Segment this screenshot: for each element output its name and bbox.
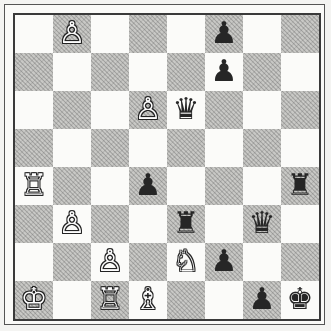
white-king-icon[interactable]: ♔ bbox=[15, 281, 53, 319]
square-a7[interactable] bbox=[15, 53, 53, 91]
square-e3[interactable]: ♜ bbox=[167, 205, 205, 243]
square-f4[interactable] bbox=[205, 167, 243, 205]
square-h5[interactable] bbox=[281, 129, 319, 167]
square-a4[interactable]: ♖ bbox=[15, 167, 53, 205]
square-c1[interactable]: ♖ bbox=[91, 281, 129, 319]
square-d1[interactable]: ♗ bbox=[129, 281, 167, 319]
square-d2[interactable] bbox=[129, 243, 167, 281]
black-king-icon[interactable]: ♚ bbox=[281, 281, 319, 319]
square-b2[interactable] bbox=[53, 243, 91, 281]
square-h6[interactable] bbox=[281, 91, 319, 129]
square-d3[interactable] bbox=[129, 205, 167, 243]
square-c8[interactable] bbox=[91, 15, 129, 53]
square-d7[interactable] bbox=[129, 53, 167, 91]
square-a5[interactable] bbox=[15, 129, 53, 167]
square-h8[interactable] bbox=[281, 15, 319, 53]
black-rook-icon[interactable]: ♜ bbox=[167, 205, 205, 243]
square-d5[interactable] bbox=[129, 129, 167, 167]
square-g2[interactable] bbox=[243, 243, 281, 281]
square-a6[interactable] bbox=[15, 91, 53, 129]
black-pawn-icon[interactable]: ♟ bbox=[243, 281, 281, 319]
square-a8[interactable] bbox=[15, 15, 53, 53]
square-h2[interactable] bbox=[281, 243, 319, 281]
square-g5[interactable] bbox=[243, 129, 281, 167]
diagram-frame: ♙♟♟♙♛♖♟♜♙♜♛♙♘♟♔♖♗♟♚ bbox=[4, 4, 325, 325]
square-e2[interactable]: ♘ bbox=[167, 243, 205, 281]
square-e6[interactable]: ♛ bbox=[167, 91, 205, 129]
square-f5[interactable] bbox=[205, 129, 243, 167]
square-f1[interactable] bbox=[205, 281, 243, 319]
square-c4[interactable] bbox=[91, 167, 129, 205]
white-pawn-icon[interactable]: ♙ bbox=[53, 205, 91, 243]
square-g7[interactable] bbox=[243, 53, 281, 91]
square-d8[interactable] bbox=[129, 15, 167, 53]
square-a2[interactable] bbox=[15, 243, 53, 281]
square-b7[interactable] bbox=[53, 53, 91, 91]
square-c2[interactable]: ♙ bbox=[91, 243, 129, 281]
square-g6[interactable] bbox=[243, 91, 281, 129]
chessboard: ♙♟♟♙♛♖♟♜♙♜♛♙♘♟♔♖♗♟♚ bbox=[13, 13, 321, 321]
square-g8[interactable] bbox=[243, 15, 281, 53]
square-g4[interactable] bbox=[243, 167, 281, 205]
square-b5[interactable] bbox=[53, 129, 91, 167]
square-e5[interactable] bbox=[167, 129, 205, 167]
white-rook-icon[interactable]: ♖ bbox=[15, 167, 53, 205]
black-queen-icon[interactable]: ♛ bbox=[167, 91, 205, 129]
square-b4[interactable] bbox=[53, 167, 91, 205]
square-b1[interactable] bbox=[53, 281, 91, 319]
square-e8[interactable] bbox=[167, 15, 205, 53]
square-e7[interactable] bbox=[167, 53, 205, 91]
square-g1[interactable]: ♟ bbox=[243, 281, 281, 319]
white-pawn-icon[interactable]: ♙ bbox=[129, 91, 167, 129]
square-d6[interactable]: ♙ bbox=[129, 91, 167, 129]
white-rook-icon[interactable]: ♖ bbox=[91, 281, 129, 319]
black-pawn-icon[interactable]: ♟ bbox=[205, 53, 243, 91]
square-b6[interactable] bbox=[53, 91, 91, 129]
white-pawn-icon[interactable]: ♙ bbox=[53, 15, 91, 53]
square-f7[interactable]: ♟ bbox=[205, 53, 243, 91]
black-queen-icon[interactable]: ♛ bbox=[243, 205, 281, 243]
square-c5[interactable] bbox=[91, 129, 129, 167]
square-c3[interactable] bbox=[91, 205, 129, 243]
square-b3[interactable]: ♙ bbox=[53, 205, 91, 243]
square-g3[interactable]: ♛ bbox=[243, 205, 281, 243]
square-b8[interactable]: ♙ bbox=[53, 15, 91, 53]
black-pawn-icon[interactable]: ♟ bbox=[205, 243, 243, 281]
square-h7[interactable] bbox=[281, 53, 319, 91]
white-knight-icon[interactable]: ♘ bbox=[167, 243, 205, 281]
square-a3[interactable] bbox=[15, 205, 53, 243]
white-bishop-icon[interactable]: ♗ bbox=[129, 281, 167, 319]
square-f2[interactable]: ♟ bbox=[205, 243, 243, 281]
square-d4[interactable]: ♟ bbox=[129, 167, 167, 205]
square-c6[interactable] bbox=[91, 91, 129, 129]
square-e4[interactable] bbox=[167, 167, 205, 205]
black-rook-icon[interactable]: ♜ bbox=[281, 167, 319, 205]
black-pawn-icon[interactable]: ♟ bbox=[205, 15, 243, 53]
square-h4[interactable]: ♜ bbox=[281, 167, 319, 205]
square-f6[interactable] bbox=[205, 91, 243, 129]
square-e1[interactable] bbox=[167, 281, 205, 319]
white-pawn-icon[interactable]: ♙ bbox=[91, 243, 129, 281]
square-f3[interactable] bbox=[205, 205, 243, 243]
square-a1[interactable]: ♔ bbox=[15, 281, 53, 319]
black-pawn-icon[interactable]: ♟ bbox=[129, 167, 167, 205]
square-h3[interactable] bbox=[281, 205, 319, 243]
square-h1[interactable]: ♚ bbox=[281, 281, 319, 319]
square-f8[interactable]: ♟ bbox=[205, 15, 243, 53]
square-c7[interactable] bbox=[91, 53, 129, 91]
